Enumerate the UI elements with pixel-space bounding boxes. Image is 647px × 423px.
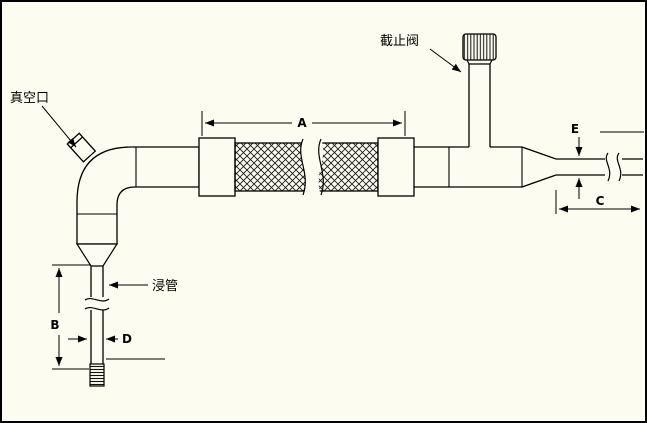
threaded-tip	[89, 363, 105, 387]
vacuum-port-leader	[41, 105, 77, 148]
braid-break-line-left	[300, 138, 306, 196]
vacuum-port-stub	[66, 132, 97, 163]
dimension-e-label: E	[571, 122, 579, 136]
dimension-b	[52, 264, 90, 370]
hose-sleeve-left	[198, 137, 236, 197]
valve-connection-mask	[469, 62, 490, 149]
dip-tube-break-line-bottom	[84, 306, 110, 311]
dimension-c-label: C	[596, 194, 605, 208]
dip-tube-break-line-top	[84, 297, 110, 302]
elbow-body	[76, 146, 200, 245]
valve-neck-left	[466, 59, 470, 65]
dimension-a-label: A	[297, 116, 307, 130]
braid-break-mask	[300, 139, 324, 195]
dimension-a	[201, 111, 406, 136]
dimension-b-label: B	[50, 318, 59, 332]
funnel	[75, 243, 119, 267]
hose-sleeve-right	[377, 137, 415, 197]
dip-tube-label: 浸管	[152, 279, 178, 294]
shutoff-valve-label: 截止阀	[380, 34, 419, 49]
braid-break-line-right	[318, 138, 324, 196]
vacuum-port-label: 真空口	[10, 91, 49, 106]
dimension-c	[555, 190, 640, 214]
taper-bottom	[521, 174, 557, 188]
shutoff-valve-leader	[429, 48, 462, 73]
outlet-break-line-right	[616, 152, 622, 182]
taper-top	[521, 146, 557, 160]
dimension-d-label: D	[122, 332, 132, 346]
valve-knurled-knob	[462, 33, 497, 61]
valve-neck-right	[489, 59, 493, 65]
outlet-break-line-left	[605, 152, 611, 182]
